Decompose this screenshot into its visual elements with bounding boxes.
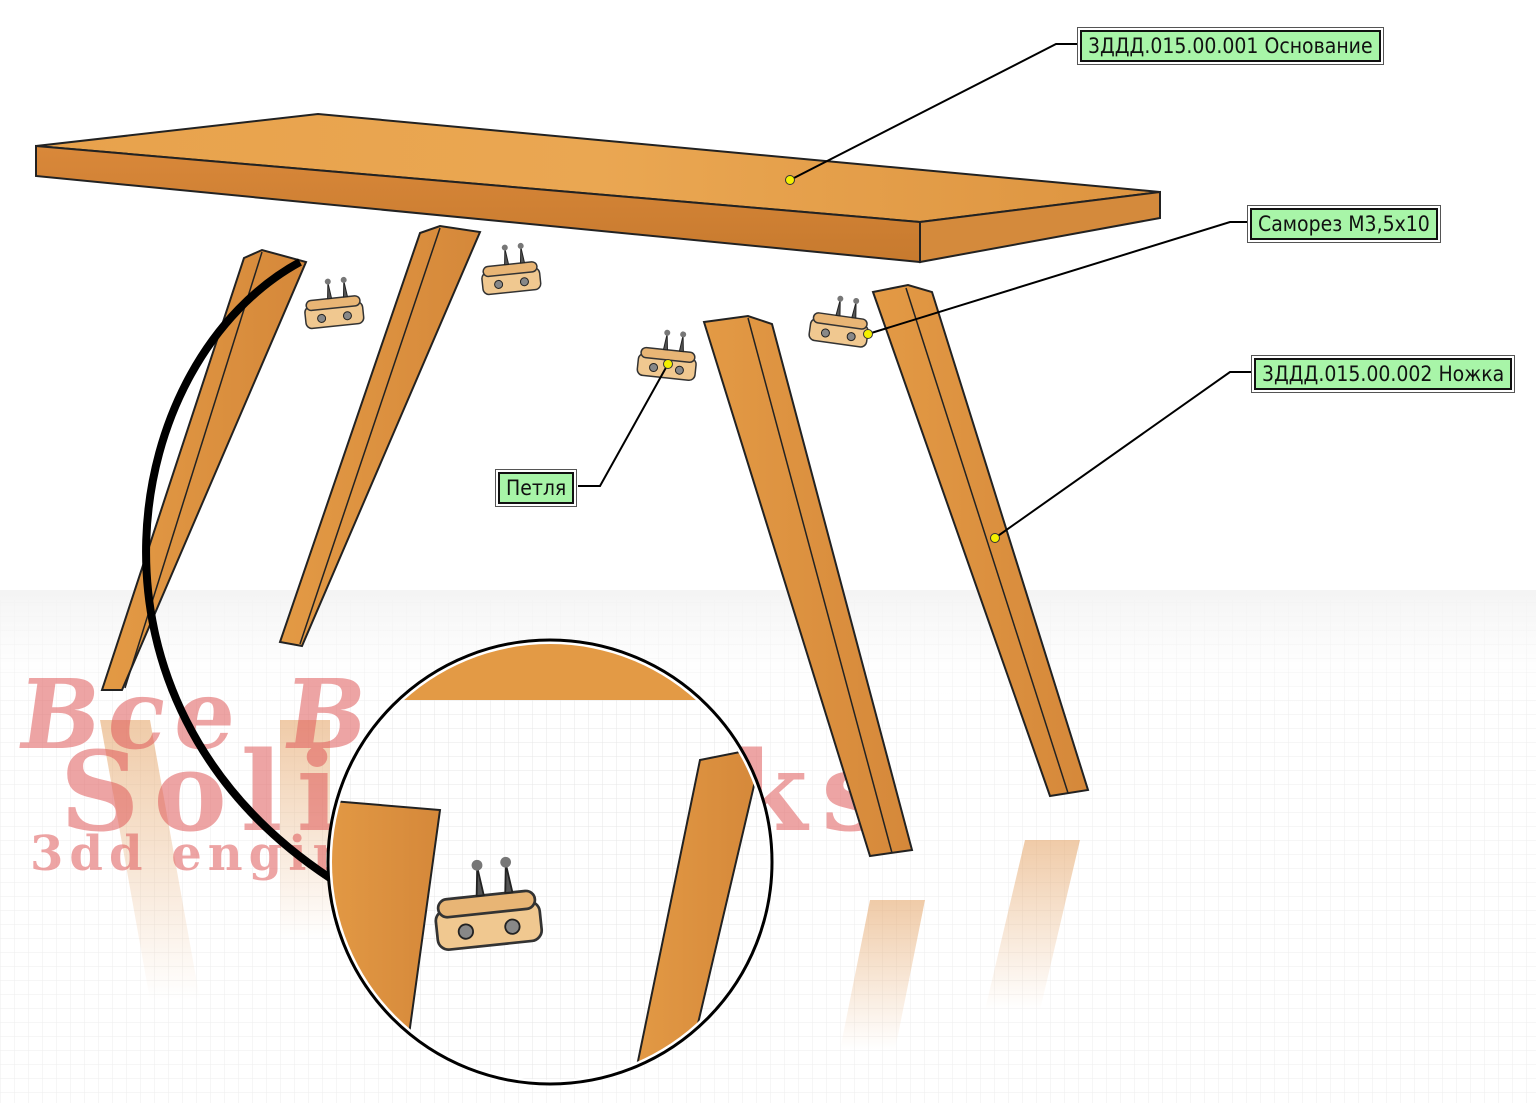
leg-reflections [100,720,1080,1050]
leg-4 [871,283,1090,798]
leader-hinge [578,363,669,487]
leader-screw [867,221,1250,335]
leader-lines [578,43,1252,539]
callout-screw: Саморез М3,5х10 [1250,208,1438,240]
leg-2 [278,224,482,648]
leader-leg [994,371,1252,539]
hinge-1 [300,274,366,330]
leader-dots [663,175,1000,543]
leader-dot-screw [863,329,873,339]
leader-base [789,43,1080,181]
leader-dot-leg [990,533,1000,543]
callout-base: 3ДДД.015.00.001 Основание [1080,30,1381,62]
hinge-4 [807,291,874,349]
leg-3 [702,314,914,858]
leader-dot-base [785,175,795,185]
hinge-2 [477,240,543,296]
leader-dot-hinge [663,359,673,369]
hinge-3 [635,326,701,382]
magnifier-connector [142,258,333,882]
callout-leg: 3ДДД.015.00.002 Ножка [1254,358,1513,390]
callout-hinge: Петля [498,472,575,504]
tabletop [35,112,1161,264]
floor-grid [0,590,1536,1103]
